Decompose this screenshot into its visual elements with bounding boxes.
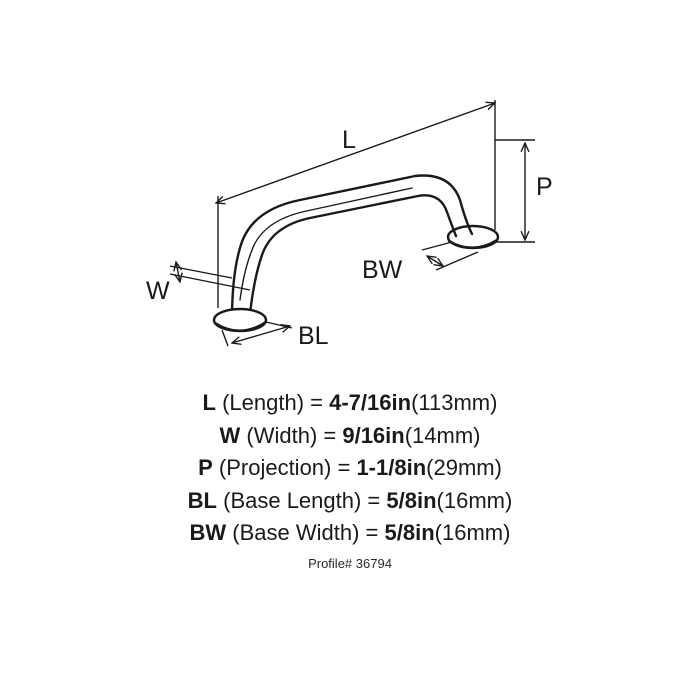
dimension-specs: L (Length) = 4-7/16in(113mm) W (Width) =… bbox=[0, 387, 700, 550]
base-width-dimension bbox=[421, 241, 479, 271]
length-label: L bbox=[342, 126, 356, 154]
spec-width: W (Width) = 9/16in(14mm) bbox=[219, 422, 481, 448]
profile-number: Profile# 36794 bbox=[308, 556, 392, 571]
spec-base-width: BW (Base Width) = 5/8in(16mm) bbox=[189, 520, 511, 545]
projection-dimension bbox=[495, 139, 535, 243]
spec-length: L (Length) = 4-7/16in(113mm) bbox=[202, 390, 498, 415]
base-length-label: BL bbox=[298, 322, 329, 350]
base-length-dimension bbox=[221, 321, 293, 347]
width-label: W bbox=[146, 277, 170, 305]
spec-projection: P (Projection) = 1-1/8in(29mm) bbox=[198, 455, 502, 480]
width-dimension bbox=[169, 262, 251, 291]
length-dimension bbox=[216, 100, 495, 308]
cabinet-pull-dimension-drawing: L P W BW BL bbox=[146, 100, 553, 350]
spec-base-length: BL (Base Length) = 5/8in(16mm) bbox=[187, 487, 513, 513]
handle-outline bbox=[212, 174, 500, 333]
base-width-label: BW bbox=[362, 256, 403, 284]
projection-label: P bbox=[536, 173, 553, 201]
